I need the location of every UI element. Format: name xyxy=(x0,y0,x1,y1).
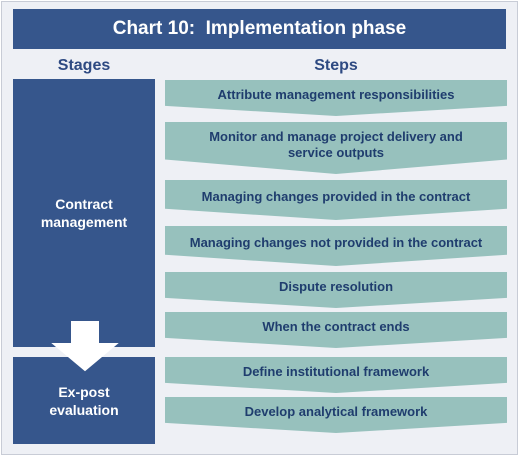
step-label: Define institutional framework xyxy=(242,364,430,379)
step-label: Managing changes provided in the contrac… xyxy=(201,189,471,204)
step-label: When the contract ends xyxy=(262,319,410,334)
step-label: Monitor and manage project delivery and … xyxy=(209,129,463,160)
stage-ex-post-evaluation: Ex-post evaluation xyxy=(13,357,155,444)
steps-heading: Steps xyxy=(314,57,358,74)
step-label: Managing changes not provided in the con… xyxy=(189,235,483,250)
chart-title: Chart 10: Implementation phase xyxy=(13,9,506,49)
step-label: Attribute management responsibilities xyxy=(217,87,455,102)
stage-label: Contract management xyxy=(40,196,128,230)
stages-heading: Stages xyxy=(57,57,111,74)
down-arrow-icon xyxy=(51,321,119,372)
step-label: Dispute resolution xyxy=(278,279,394,294)
stage-label: Ex-post evaluation xyxy=(49,383,119,418)
step-label: Develop analytical framework xyxy=(244,404,428,419)
stage-contract-management: Contract management xyxy=(13,79,155,347)
